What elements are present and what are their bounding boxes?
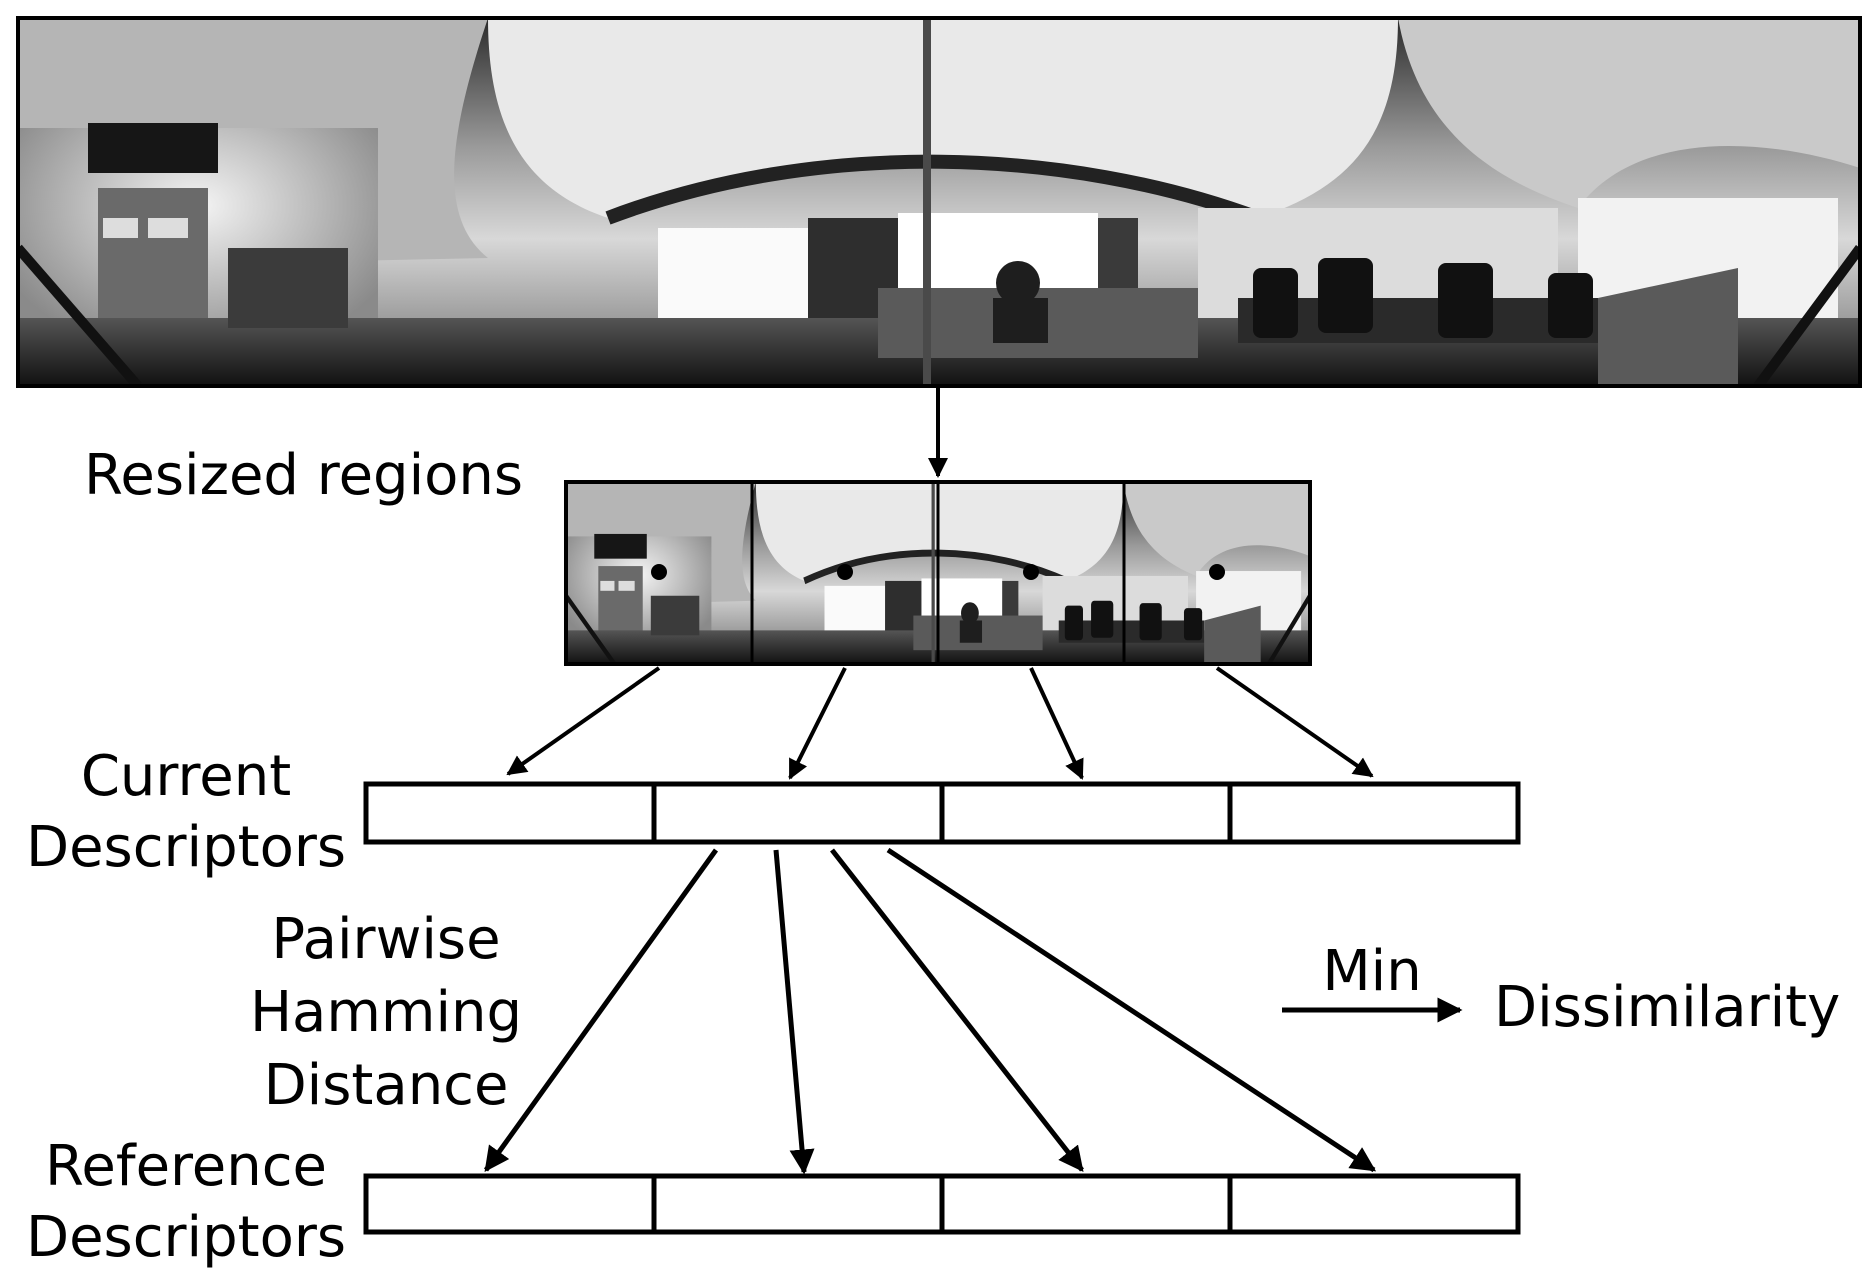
reference-descriptor-cell-3 (939, 1173, 1233, 1235)
resized-regions-label: Resized regions (84, 443, 523, 508)
arrow-pairwise-2 (773, 849, 815, 1175)
arrow-pairwise-3 (830, 848, 1084, 1172)
dissimilarity-label: Dissimilarity (1494, 975, 1840, 1040)
pairwise-label-line3: Distance (264, 1053, 509, 1118)
arrow-region2-to-current (788, 667, 847, 780)
pairwise-label-line2: Hamming (250, 980, 522, 1045)
arrow-region4-to-current (1215, 666, 1374, 778)
reference-descriptors-label-line1: Reference (45, 1134, 327, 1199)
panorama-image (18, 18, 1860, 386)
reference-descriptor-bar (363, 1173, 1521, 1235)
current-descriptor-cell-1 (363, 781, 657, 845)
current-descriptor-cell-4 (1227, 781, 1521, 845)
reference-descriptor-cell-4 (1227, 1173, 1521, 1235)
arrow-region1-to-current (506, 666, 661, 776)
reference-descriptor-cell-1 (363, 1173, 657, 1235)
panorama-border (16, 16, 1862, 388)
current-descriptors-label-line1: Current (81, 744, 291, 809)
region-marker-3 (1023, 564, 1039, 580)
current-descriptor-cell-2 (651, 781, 945, 845)
current-descriptors-label-line2: Descriptors (26, 815, 346, 880)
reference-descriptor-cell-2 (651, 1173, 945, 1235)
region-marker-4 (1209, 564, 1225, 580)
pairwise-label-line1: Pairwise (271, 907, 500, 972)
region-marker-2 (837, 564, 853, 580)
reference-descriptors-label-line2: Descriptors (26, 1205, 346, 1270)
current-descriptor-cell-3 (939, 781, 1233, 845)
region-marker-1 (651, 564, 667, 580)
arrow-pairwise-4 (886, 847, 1377, 1173)
arrow-pairwise-1 (483, 848, 719, 1173)
arrow-region3-to-current (1029, 667, 1084, 780)
min-label: Min (1322, 939, 1421, 1004)
current-descriptor-bar (363, 781, 1521, 845)
